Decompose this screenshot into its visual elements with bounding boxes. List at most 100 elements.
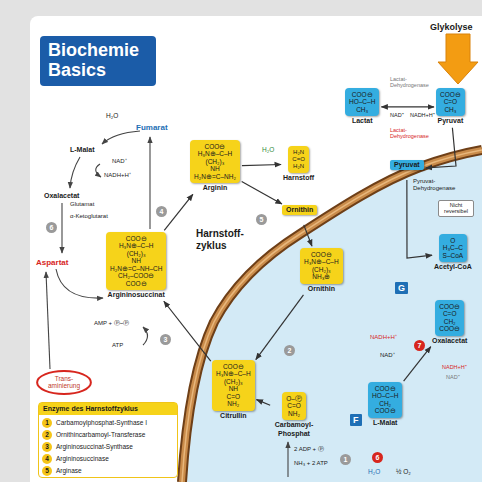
formula-line: COO⊖ [194,143,236,150]
compound-name: Citrullin [212,412,255,420]
annotation-text: H₂O [262,146,274,153]
formula-line: NH [110,257,162,264]
formula-line: C=O [439,310,460,317]
ellipse-outline [37,371,91,394]
connector-arrow [257,400,271,406]
annotation-text: AMP + Ⓟ~Ⓟ [94,320,129,327]
chem-box-shape: COO⊖H₃N⊕–C–H(CH₂)₃NHC=ONH₂ [212,360,255,411]
note-box-shape: Nicht reversibel [438,200,474,217]
connector-arrow [304,225,312,246]
connector-arrow [164,301,211,361]
legend-box-shape: Enzyme des Harnstoffzyklus [38,402,178,478]
callout-number: 4 [156,206,167,217]
chem-box: COO⊖H₃N⊕–C–H(CH₂)₃NHH₂N⊕=C–NH₂Arginin [190,140,240,193]
chem-box: COO⊖H₃N⊕–C–H(CH₂)₃NHC=ONH₂Citrullin [212,360,255,420]
malate-arrow [70,157,80,188]
label-box: Pyruvat [390,160,424,178]
glycolysis-arrow [438,34,478,84]
chem-box: OH₃C–CS–CoAAcetyl-CoA [434,234,472,272]
chem-box-shape: COO⊖HO–C–HCH₃ [345,88,379,116]
formula-line: H₂N⊕=C–NH–CH [110,265,162,272]
formula-line: C=O [286,402,302,409]
connector-arrow [426,128,456,168]
chem-box: COO⊖C=OCH₂COO⊖Oxalacetat [432,300,467,345]
note-ellipse: Trans-aminierung [36,370,92,395]
annotation-text: NAD⁺ [446,374,460,380]
box-text: Pyruvat [394,161,420,169]
poster-sheet [30,16,482,482]
formula-line: CH₃ [440,106,461,113]
chem-box: H₂NC=OH₂NHarnstoff [283,146,314,182]
annotation-text: Pyruvat-Dehydrogenase [413,178,463,192]
label-box-shape: Ornithin [282,205,317,215]
formula-line: CH₃ [349,106,375,113]
chem-box-shape: COO⊖C=OCH₂COO⊖ [435,300,464,336]
compound-name: L-Malat [368,419,402,427]
legend-text: Arginase [56,466,82,476]
chem-box: COO⊖HO–C–HCH₂COO⊖L-Malat [368,382,402,427]
legend-heading: Enzyme des Harnstoffzyklus [39,403,177,415]
formula-line: H₃N⊕–C–H [304,258,339,265]
formula-line: (CH₂)₃ [110,250,162,257]
formula-line: C=O [292,156,305,163]
callout-number: 2 [42,430,52,440]
mitochondrion-membrane [182,150,482,482]
callout-number: 6 [46,222,57,233]
step-marker: F [350,414,362,432]
connector-arrow [256,295,304,360]
formula-line: H₂N [292,149,305,156]
formula-line: COO⊖ [216,363,251,370]
formula-line: CH₂ [439,318,460,325]
formula-line: CH₂–COO⊖ [110,272,162,279]
aspartate-arrow [56,269,103,298]
annotation-text: 2 ADP + Ⓟ [294,446,324,453]
chem-box-shape: O–ⓅC=ONH₂ [282,392,306,420]
label-box-shape: Pyruvat [390,160,424,170]
callout-number: 2 [284,345,295,356]
annotation-text: L-Malat [70,146,95,154]
annotation-text: NADH+H⁺ [370,334,397,341]
formula-line: H₂N [292,163,305,170]
chem-box-shape: COO⊖H₃N⊕–C–H(CH₂)₃NHH₂N⊕=C–NH₂ [190,140,240,183]
chem-box: COO⊖H₃N⊕–C–H(CH₂)₃NH₃⊕Ornithin [300,248,343,293]
formula-line: H₃N⊕–C–H [194,150,236,157]
formula-line: COO⊖ [439,325,460,332]
legend-box: Enzyme des Harnstoffzyklus [38,402,178,478]
formula-line: COO⊖ [110,235,162,242]
formula-line: (CH₂)₃ [304,266,339,273]
box-text: Nicht reversibel [441,202,471,215]
step-marker-shape: F [350,414,362,426]
formula-line: H₂N⊕=C–NH₂ [194,173,236,180]
note-box: Nicht reversibel [438,200,474,218]
legend-text: Argininosuccinat-Synthase [56,442,133,452]
legend-text: Ornithincarbamoyl-Transferase [56,430,145,440]
callout-number: 1 [42,418,52,428]
note-ellipse-shape: Trans-aminierung [36,370,92,395]
poster-title: Biochemie Basics [40,36,156,86]
formula-line: NH [194,165,236,172]
chem-box-shape: H₂NC=OH₂N [288,146,309,173]
connector-arrow [164,194,193,230]
step-marker: G [395,282,408,300]
fumarate-arrow [102,131,140,144]
connector-arrow [404,347,431,382]
formula-line: H₃N⊕–C–H [110,242,162,249]
compound-name: Ornithin [300,285,343,293]
connector-arrow [242,181,282,204]
formula-line: (CH₂)₃ [194,158,236,165]
mitochondrion-matrix [182,150,482,482]
compound-name: Argininosuccinat [106,291,166,299]
annotation-text: NH₃ + 2 ATP [294,460,328,467]
formula-line: NH₃⊕ [304,273,339,280]
formula-line: HO–C–H [372,392,398,399]
formula-line: O–Ⓟ [286,395,302,402]
formula-line: COO⊖ [372,407,398,414]
nad-arrow [96,164,101,177]
connector-arrow [242,165,281,166]
annotation-text: NAD⁺ [380,352,395,359]
annotation-text: NAD⁺ [390,112,404,118]
mitochondrion-membrane-highlight [182,150,482,482]
formula-line: COO⊖ [372,385,398,392]
formula-line: HO–C–H [349,98,375,105]
annotation-text: Glykolyse [430,22,473,32]
